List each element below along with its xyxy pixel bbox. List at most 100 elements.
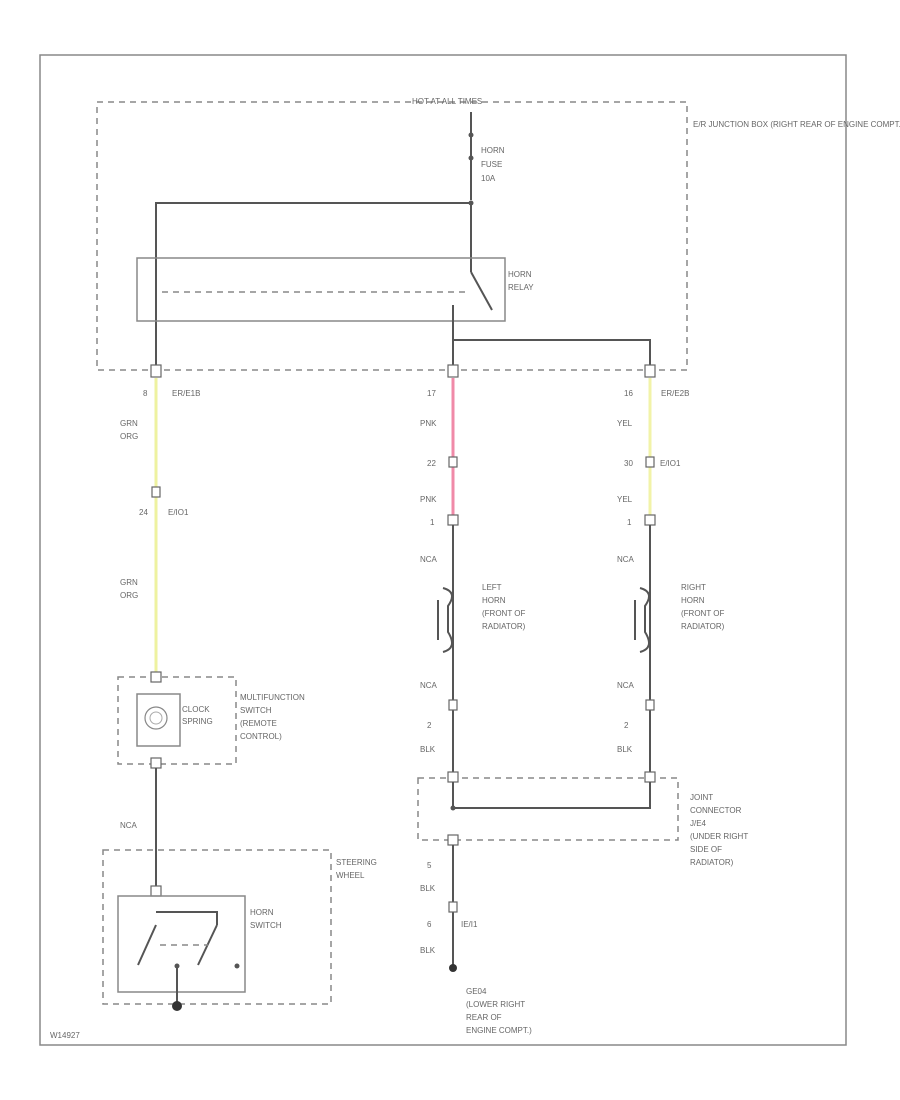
multifunction-l3: (REMOTE xyxy=(240,719,277,728)
grn-org-bot-l1: GRN xyxy=(120,578,138,587)
yel-bot-label: YEL xyxy=(617,495,633,504)
joint-pin-out xyxy=(447,834,459,846)
diagram-frame xyxy=(39,54,847,1046)
horn-relay-box xyxy=(136,257,506,322)
fuse-terminal-bottom xyxy=(468,155,474,161)
conn-left-pin: 8 xyxy=(143,389,148,398)
horn-fuse-l1: HORN xyxy=(481,146,505,155)
inline-right-id: E/IO1 xyxy=(660,459,681,468)
right-horn-l1: RIGHT xyxy=(681,583,706,592)
joint-l6: RADIATOR) xyxy=(690,858,734,867)
horn-switch-contact-1 xyxy=(137,924,157,966)
inline-left-id: E/IO1 xyxy=(168,508,189,517)
joint-connector-outline xyxy=(417,777,679,841)
horn-ground-connector-left xyxy=(448,699,458,711)
joint-pin-mid xyxy=(447,771,459,783)
multifunction-l4: CONTROL) xyxy=(240,732,282,741)
horn-fuse-l2: FUSE xyxy=(481,160,502,169)
nca-right2: NCA xyxy=(617,681,635,690)
nca-right1: NCA xyxy=(617,555,635,564)
splice-dot xyxy=(468,200,474,206)
joint-bus xyxy=(452,782,651,809)
ground-l2: (LOWER RIGHT xyxy=(466,1000,525,1009)
junction-box-label: E/R JUNCTION BOX (RIGHT REAR OF ENGINE C… xyxy=(693,120,900,129)
conn-right-id: ER/E2B xyxy=(661,389,689,398)
grn-org-top-l1: GRN xyxy=(120,419,138,428)
right-horn-feed xyxy=(453,339,651,372)
right-horn-icon xyxy=(634,587,650,653)
inline-right-pin: 30 xyxy=(624,459,633,468)
clock-spring-icon-inner xyxy=(149,711,163,725)
inline-left-connector xyxy=(151,486,161,498)
joint-l4: (UNDER RIGHT xyxy=(690,832,748,841)
horn-fuse-l3: 10A xyxy=(481,174,496,183)
joint-l2: CONNECTOR xyxy=(690,806,742,815)
inline-left-pin: 24 xyxy=(139,508,148,517)
multifunction-l1: MULTIFUNCTION xyxy=(240,693,305,702)
blk-low1: BLK xyxy=(420,884,436,893)
nca-mid2: NCA xyxy=(420,681,438,690)
ground-l1: GE04 xyxy=(466,987,487,996)
inline-low-id: IE/I1 xyxy=(461,920,478,929)
conn-right-pin: 16 xyxy=(624,389,633,398)
blk-low2: BLK xyxy=(420,946,436,955)
horn-relay-l2: RELAY xyxy=(508,283,534,292)
inline-mid-connector xyxy=(448,456,458,468)
right-horn-l4: RADIATOR) xyxy=(681,622,725,631)
left-horn-l2: HORN xyxy=(482,596,506,605)
junction-box-outline xyxy=(96,101,688,371)
nca-left: NCA xyxy=(120,821,138,830)
steering-l1: STEERING xyxy=(336,858,377,867)
horn-relay-l1: HORN xyxy=(508,270,532,279)
steering-wheel-outline xyxy=(102,849,332,1005)
clock-spring-l2: SPRING xyxy=(182,717,213,726)
ground-l4: ENGINE COMPT.) xyxy=(466,1026,532,1035)
horn-switch-l2: SWITCH xyxy=(250,921,282,930)
right-horn-connector xyxy=(644,514,656,526)
blk-mid: BLK xyxy=(420,745,436,754)
left-horn-l1: LEFT xyxy=(482,583,502,592)
inline-mid-pin: 22 xyxy=(427,459,436,468)
clock-spring-box xyxy=(136,693,181,747)
left-horn-icon xyxy=(437,587,453,653)
clock-spring-pin-top xyxy=(150,671,162,683)
multifunction-switch-outline xyxy=(117,676,237,765)
horn-switch-terminal-2 xyxy=(234,963,240,969)
pnk-top-label: PNK xyxy=(420,419,437,428)
fuse-terminal-top xyxy=(468,132,474,138)
relay-contact xyxy=(470,271,493,311)
nca-mid1: NCA xyxy=(420,555,438,564)
grn-org-top-l2: ORG xyxy=(120,432,138,441)
conn-mid-pin: 17 xyxy=(427,389,436,398)
grn-org-bot-l2: ORG xyxy=(120,591,138,600)
joint-l5: SIDE OF xyxy=(690,845,722,854)
yel-top-label: YEL xyxy=(617,419,633,428)
clock-spring-pin-bottom xyxy=(150,757,162,769)
horn-switch-box xyxy=(117,895,246,993)
blk-right: BLK xyxy=(617,745,633,754)
conn-left-id: ER/E1B xyxy=(172,389,200,398)
joint-l3: J/E4 xyxy=(690,819,707,828)
ground-l3: REAR OF xyxy=(466,1013,502,1022)
ground-point-icon xyxy=(449,964,457,972)
pin2-right: 2 xyxy=(624,721,629,730)
clock-spring-l1: CLOCK xyxy=(182,705,210,714)
left-horn-l4: RADIATOR) xyxy=(482,622,526,631)
horn-switch-bus xyxy=(156,911,218,925)
connector-left xyxy=(150,364,162,378)
diagram-code: W14927 xyxy=(50,1031,80,1040)
steering-l2: WHEEL xyxy=(336,871,365,880)
left-horn-connector xyxy=(447,514,459,526)
joint-l1: JOINT xyxy=(690,793,713,802)
pin-c-mid: 1 xyxy=(430,518,435,527)
connector-right xyxy=(644,364,656,378)
joint-pin-right xyxy=(644,771,656,783)
horn-switch-pin xyxy=(150,885,162,897)
pin-c-right: 1 xyxy=(627,518,632,527)
left-horn-l3: (FRONT OF xyxy=(482,609,526,618)
horn-switch-l1: HORN xyxy=(250,908,274,917)
pnk-bot-label: PNK xyxy=(420,495,437,504)
inline-right-connector xyxy=(645,456,655,468)
clock-spring-icon xyxy=(144,706,168,730)
